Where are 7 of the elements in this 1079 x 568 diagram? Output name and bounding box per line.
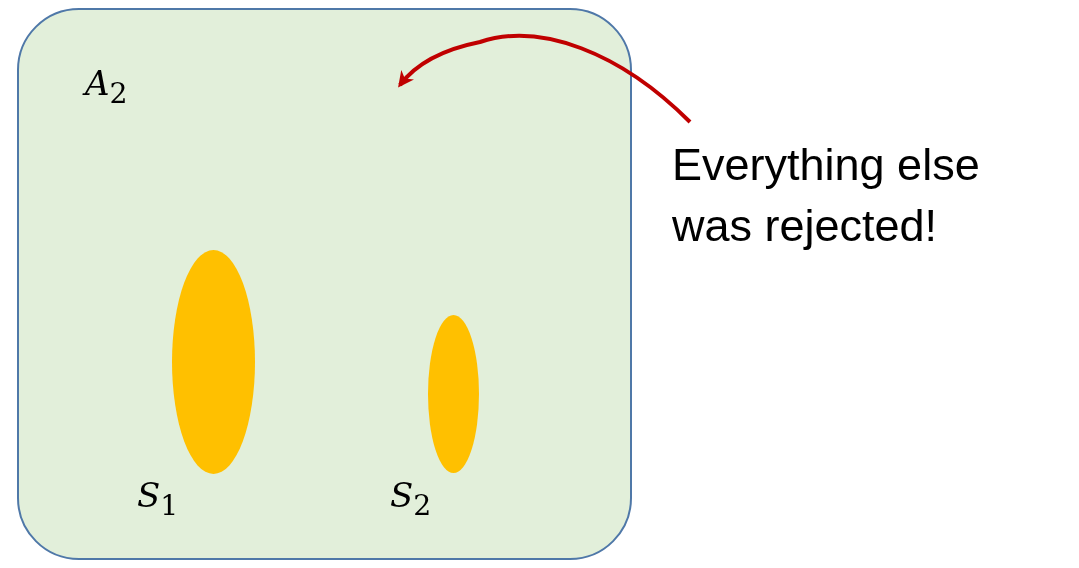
ellipse-region	[172, 250, 255, 474]
set-label: S$_{1}$	[137, 478, 179, 521]
curved-arrow	[398, 34, 692, 124]
annotation-text: Everything else was rejected!	[672, 134, 1072, 274]
set-label: S$_{2}$	[390, 478, 432, 521]
set-region	[17, 8, 632, 560]
ellipse-region	[428, 315, 479, 473]
